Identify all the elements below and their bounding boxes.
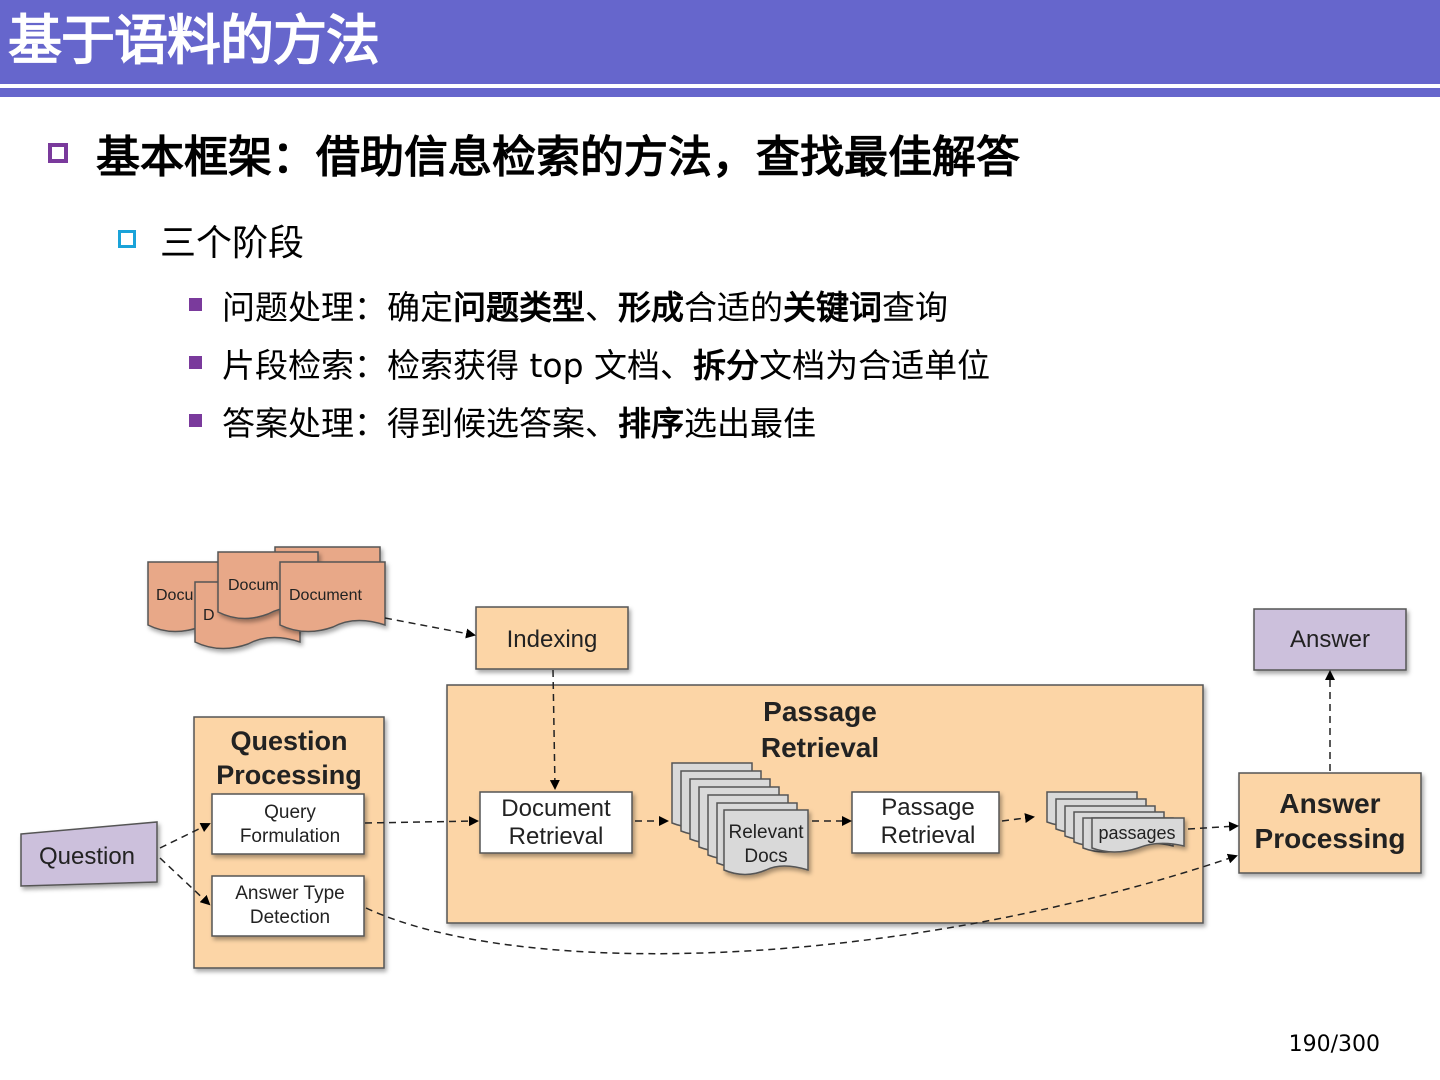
question-label: Question [39, 843, 135, 870]
level2-text: 三个阶段 [160, 223, 305, 264]
item-text: 问题处理：确定 [222, 288, 453, 327]
level3-bullet-icon [189, 356, 202, 369]
passage-retrieval-title: Passage [763, 696, 877, 727]
relevant-docs-label: Docs [744, 846, 787, 867]
item-text: 查询 [882, 288, 948, 327]
document-label: D [203, 607, 215, 624]
stage-item: 问题处理：确定问题类型、形成合适的关键词查询 [222, 286, 948, 330]
title-bar: 基于语料的方法 [0, 0, 1440, 84]
item-text: 、 [585, 288, 618, 327]
emphasis-text: 拆分 [693, 346, 760, 385]
level3-bullet-icon [189, 414, 202, 427]
item-text: 文档为合适单位 [759, 346, 991, 385]
qa-pipeline-diagram: Docu D Docum Document Indexing Answer Pa… [20, 546, 1422, 969]
question-processing-title: Question [230, 726, 347, 756]
document-label: Docu [156, 587, 193, 604]
document-retrieval-label: Document [501, 795, 611, 822]
item-text: 合适的 [684, 288, 783, 327]
passages-label: passages [1098, 823, 1175, 843]
passage-retrieval-label: Passage [881, 794, 974, 821]
emphasis-text: 关键词 [783, 288, 882, 327]
emphasis-text: 形成 [618, 288, 684, 327]
answer-type-detection-label: Detection [250, 907, 330, 928]
answer-processing-label: Answer [1279, 788, 1380, 819]
query-formulation-box [211, 793, 365, 855]
level3-bullet-icon [189, 298, 202, 311]
query-formulation-label: Formulation [240, 826, 340, 847]
indexing-box [475, 606, 629, 670]
item-text: 答案处理：得到候选答案、 [222, 404, 618, 443]
passages-stack-icon: passages [1046, 791, 1185, 853]
answer-type-detection-label: Answer Type [235, 883, 344, 904]
document-retrieval-label: Retrieval [509, 823, 604, 850]
answer-processing-label: Processing [1255, 823, 1406, 854]
level1-bullet-icon [48, 143, 68, 163]
stage-item: 答案处理：得到候选答案、排序选出最佳 [222, 402, 816, 446]
question-box [20, 821, 158, 887]
relevant-docs-stack-icon: Relevant Docs [671, 762, 809, 876]
level2-bullet-icon [118, 230, 136, 248]
level1-text: 基本框架：借助信息检索的方法，查找最佳解答 [96, 132, 1020, 183]
indexing-label: Indexing [507, 626, 598, 653]
answer-label: Answer [1290, 626, 1370, 653]
answer-box [1253, 608, 1407, 671]
passage-retrieval-box [851, 791, 1000, 854]
item-text: 片段检索：检索获得 top 文档、 [222, 346, 694, 385]
query-formulation-label: Query [264, 802, 316, 823]
emphasis-text: 问题类型 [453, 288, 585, 327]
document-retrieval-box [479, 791, 633, 854]
flow-arrows [159, 617, 1335, 955]
passage-retrieval-title: Retrieval [761, 732, 879, 763]
item-text: 选出最佳 [684, 404, 816, 443]
passage-retrieval-label: Retrieval [881, 822, 976, 849]
title-rule [0, 88, 1440, 97]
page-number: 190/300 [1288, 1032, 1380, 1057]
question-processing-title: Processing [216, 760, 362, 790]
document-label: Document [289, 587, 362, 604]
slide-title: 基于语料的方法 [8, 9, 380, 72]
answer-type-detection-box [211, 875, 365, 937]
answer-processing-box [1238, 772, 1422, 874]
relevant-docs-label: Relevant [729, 822, 805, 843]
stage-item: 片段检索：检索获得 top 文档、拆分文档为合适单位 [222, 344, 990, 388]
emphasis-text: 排序 [618, 404, 684, 443]
document-stack-icon: Docu D Docum Document [147, 546, 386, 650]
document-label: Docum [228, 577, 279, 594]
